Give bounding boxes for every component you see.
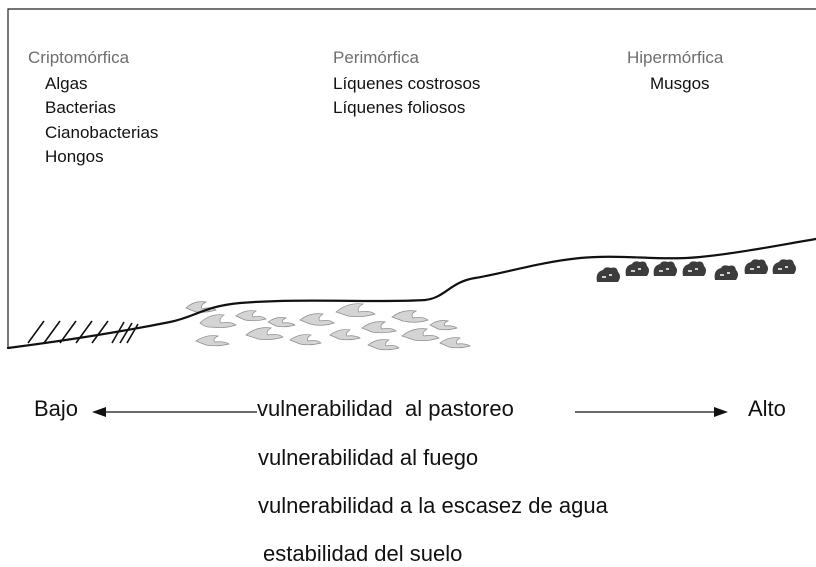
category-perimorfica: Perimórfica Líquenes costrosos Líquenes … <box>333 48 480 117</box>
scale-arrow-right <box>575 407 728 417</box>
item-algas: Algas <box>45 74 88 93</box>
scale-low-label: Bajo <box>34 396 78 421</box>
category-title-hipermorfica: Hipermórfica <box>627 48 724 67</box>
moss-clumps-illustration <box>596 259 796 282</box>
category-title-perimorfica: Perimórfica <box>333 48 420 67</box>
category-title-criptomorfica: Criptomórfica <box>28 48 130 67</box>
measure-estabilidad-suelo: estabilidad del suelo <box>263 541 462 566</box>
item-hongos: Hongos <box>45 147 104 166</box>
item-musgos: Musgos <box>650 74 710 93</box>
cyanobacteria-hatch-marks <box>27 320 139 344</box>
lichen-fronds-illustration <box>185 301 471 351</box>
item-cianobacterias: Cianobacterias <box>45 123 158 142</box>
item-liquenes-foliosos: Líquenes foliosos <box>333 98 465 117</box>
diagram-frame <box>7 8 816 348</box>
measure-escasez-agua: vulnerabilidad a la escasez de agua <box>258 493 609 518</box>
item-bacterias: Bacterias <box>45 98 116 117</box>
scale-high-label: Alto <box>748 396 786 421</box>
ground-surface-line <box>6 237 816 350</box>
category-hipermorfica: Hipermórfica Musgos <box>627 48 724 93</box>
category-criptomorfica: Criptomórfica Algas Bacterias Cianobacte… <box>28 48 158 166</box>
scale-arrow-left <box>92 407 257 417</box>
measure-pastoreo: vulnerabilidad al pastoreo <box>257 396 514 421</box>
measure-fuego: vulnerabilidad al fuego <box>258 445 478 470</box>
item-liquenes-costrosos: Líquenes costrosos <box>333 74 480 93</box>
